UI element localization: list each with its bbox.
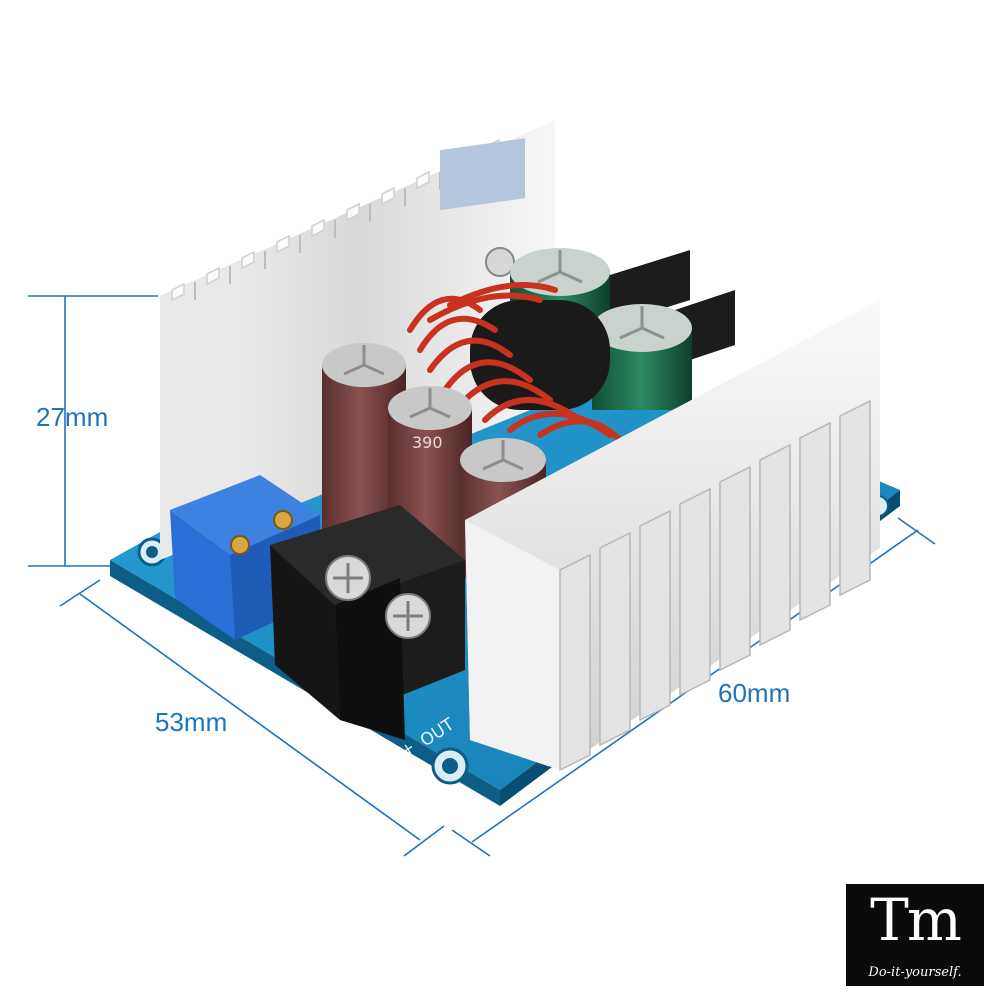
length-dimension-label: 60mm xyxy=(718,678,791,708)
height-dimension-label: 27mm xyxy=(36,402,109,432)
capacitor-marking: 390 xyxy=(412,433,443,452)
screw-terminal-2 xyxy=(385,593,431,639)
heatsink-front xyxy=(465,300,880,772)
screw-terminal-1 xyxy=(325,555,371,601)
logo-tagline: Do-it-yourself. xyxy=(868,965,962,980)
logo-mark: Tm xyxy=(870,886,962,954)
width-dimension-label: 53mm xyxy=(155,707,228,737)
heatsink-back xyxy=(160,120,555,560)
terminal-block-front xyxy=(270,505,465,740)
watermark-logo: Tm Do-it-yourself. xyxy=(846,884,984,986)
inductor-coil xyxy=(407,282,623,443)
